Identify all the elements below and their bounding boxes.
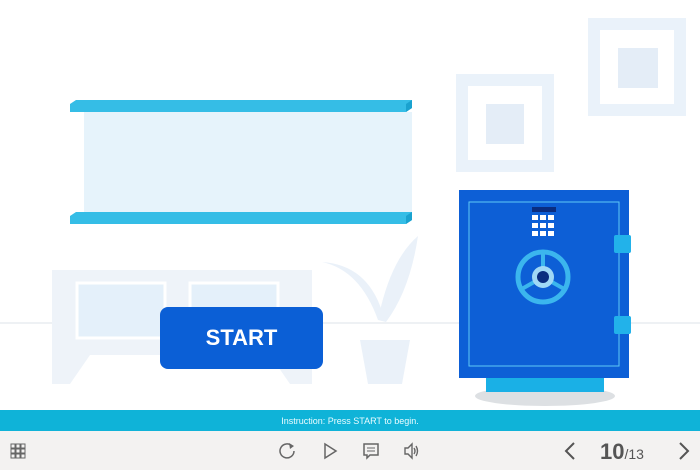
safe-illustration [459, 190, 631, 392]
start-button[interactable]: START [160, 307, 323, 369]
instruction-bar: Instruction: Press START to begin. [0, 410, 700, 431]
total-pages: /13 [624, 446, 644, 462]
scene-illustration [0, 18, 700, 406]
menu-grid-icon[interactable] [8, 431, 28, 470]
replay-icon[interactable] [278, 431, 298, 470]
volume-icon[interactable] [402, 431, 422, 470]
previous-slide-icon[interactable] [560, 431, 580, 470]
shelf [70, 100, 412, 224]
instruction-text: Instruction: Press START to begin. [281, 415, 419, 426]
player-toolbar: 10/13 [0, 431, 700, 470]
play-icon[interactable] [320, 431, 340, 470]
picture-frame-large [588, 18, 686, 116]
captions-icon[interactable] [361, 431, 381, 470]
next-slide-icon[interactable] [674, 431, 694, 470]
picture-frame-small [456, 74, 554, 172]
current-page: 10 [600, 439, 625, 464]
plant [322, 236, 418, 384]
page-counter: 10/13 [600, 431, 644, 470]
slide-stage: START [0, 18, 700, 406]
